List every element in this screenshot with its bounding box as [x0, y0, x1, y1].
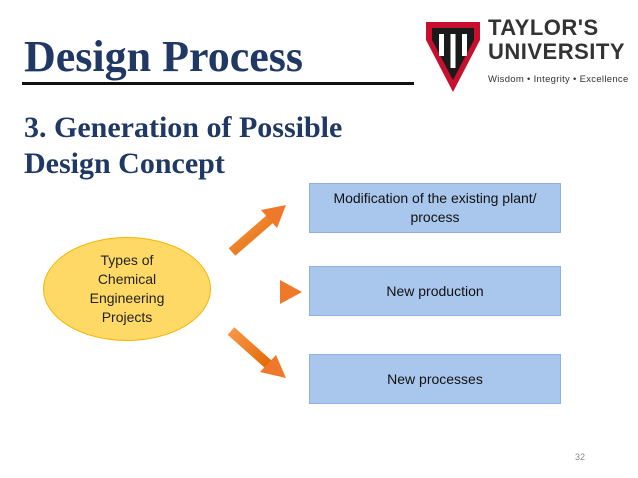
new-processes-label: New processes — [387, 370, 483, 387]
modification-label: Modification of the existing plant/ proc… — [333, 190, 537, 225]
arrow-right-icon — [231, 280, 302, 304]
project-types-label: Types of Chemical Engineering Projects — [89, 252, 165, 325]
arrow-up-right-icon — [228, 205, 286, 256]
modification-box: Modification of the existing plant/ proc… — [309, 183, 561, 233]
new-production-label: New production — [386, 282, 484, 299]
logo-name-line-2: UNIVERSITY — [488, 39, 626, 64]
new-processes-box: New processes — [309, 354, 561, 404]
subtitle-line-2: Design Concept — [24, 147, 225, 180]
university-crest-icon — [424, 18, 482, 99]
logo-tagline: Wisdom • Integrity • Excellence — [488, 74, 629, 85]
slide-title: Design Process — [24, 32, 304, 81]
logo-name-line-1: TAYLOR'S — [488, 15, 599, 40]
arrow-down-right-icon — [227, 327, 286, 378]
title-underline — [22, 82, 414, 85]
new-production-box: New production — [309, 266, 561, 316]
page-number: 32 — [575, 452, 586, 462]
subtitle-line-1: 3. Generation of Possible — [24, 111, 343, 144]
project-types-ellipse: Types of Chemical Engineering Projects — [43, 237, 211, 341]
university-logo-text: TAYLOR'S UNIVERSITY Wisdom • Integrity •… — [488, 15, 629, 86]
slide-subtitle: 3. Generation of Possible Design Concept — [24, 110, 342, 182]
